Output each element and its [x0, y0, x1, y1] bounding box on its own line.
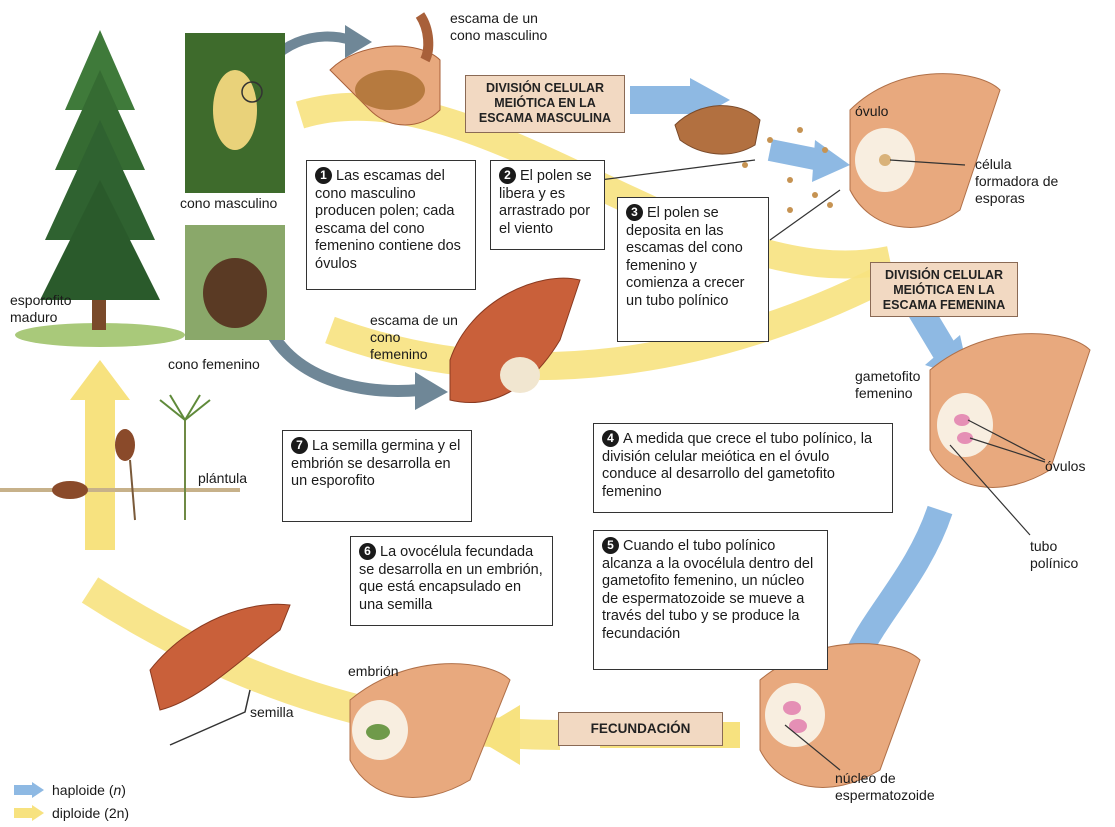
legend-diploid: diploide (2n) [14, 805, 129, 821]
stage-male-meiosis: DIVISIÓN CELULAR MEIÓTICA EN LA ESCAMA M… [465, 75, 625, 133]
haploid-arrow-pollen [770, 150, 820, 160]
step-4-number: 4 [602, 430, 619, 447]
seedlings [0, 395, 240, 520]
female-cone-arrowhead [415, 372, 448, 410]
haploid-arrowhead-pollen [812, 140, 850, 182]
step-6-number: 6 [359, 543, 376, 560]
label-female-gametophyte: gametofito femenino [855, 368, 955, 402]
label-spore-cell: célula formadora de esporas [975, 156, 1075, 207]
label-embryo: embrión [348, 663, 399, 680]
stage-female-meiosis: DIVISIÓN CELULAR MEIÓTICA EN LA ESCAMA F… [870, 262, 1018, 317]
label-mature-sporophyte: esporofito maduro [10, 292, 100, 326]
label-seedling: plántula [198, 470, 247, 487]
label-ovule: óvulo [855, 103, 888, 120]
female-cone-photo [185, 225, 285, 340]
legend-haploid: haploide (n) [14, 782, 126, 798]
legend-haploid-symbol: n [114, 782, 122, 798]
label-pollen-tube: tubo polínico [1030, 538, 1100, 572]
label-male-cone: cono masculino [180, 195, 277, 212]
label-male-scale: escama de un cono masculino [450, 10, 570, 44]
step-2-number: 2 [499, 167, 516, 184]
label-seed: semilla [250, 704, 294, 721]
pointer-step3 [770, 190, 840, 240]
haploid-arrow-down [860, 510, 940, 650]
pointer-step2 [600, 160, 755, 180]
label-ovules: óvulos [1045, 458, 1085, 475]
step-3-text: El polen se deposita en las escamas del … [626, 205, 744, 309]
female-cone-scale [450, 278, 580, 402]
step-7-text: La semilla germina y el embrión se desar… [291, 438, 460, 489]
female-scale-embryo [350, 664, 510, 798]
diploid-arrow-icon [14, 805, 44, 821]
label-female-cone: cono femenino [168, 356, 260, 373]
legend-haploid-label: haploide [52, 782, 105, 798]
male-cone-photo [185, 33, 285, 193]
step-1-number: 1 [315, 167, 332, 184]
step-3-number: 3 [626, 204, 643, 221]
step-5-number: 5 [602, 537, 619, 554]
label-sperm-nucleus: núcleo de espermatozoide [835, 770, 975, 804]
legend-diploid-label: diploide [52, 805, 100, 821]
label-female-scale: escama de un cono femenino [370, 312, 460, 363]
step-6-text: La ovocélula fecundada se desarrolla en … [359, 544, 543, 613]
stage-fertilization: FECUNDACIÓN [558, 712, 723, 746]
step-7-number: 7 [291, 437, 308, 454]
step-5-text: Cuando el tubo polínico alcanza a la ovo… [602, 538, 813, 642]
haploid-arrow-icon [14, 782, 44, 798]
diploid-arrowhead-up [70, 360, 130, 400]
legend-diploid-symbol: 2n [109, 805, 125, 821]
step-1-text: Las escamas del cono masculino producen … [315, 168, 461, 272]
step-4-text: A medida que crece el tubo polínico, la … [602, 431, 872, 500]
